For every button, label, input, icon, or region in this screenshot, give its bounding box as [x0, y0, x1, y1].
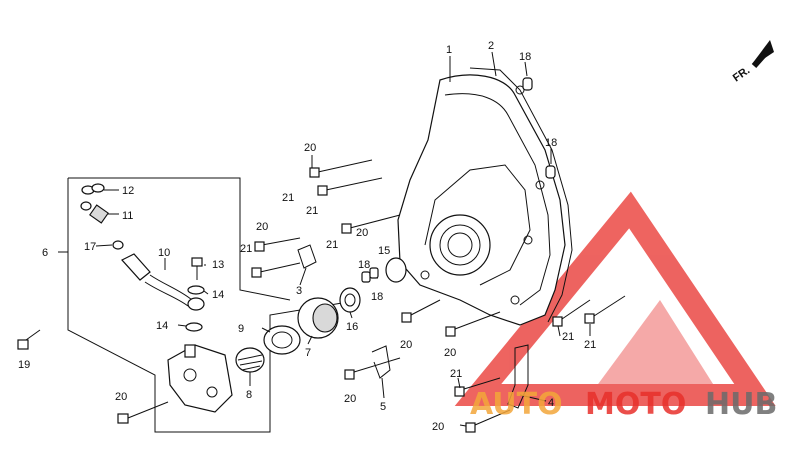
callout-21-d: 21: [326, 239, 338, 251]
watermark-hub: HUB: [705, 387, 777, 422]
bracket-5: [371, 345, 391, 379]
callout-18-right: 18: [545, 137, 557, 149]
callout-21-c: 21: [240, 243, 252, 255]
leader-lines: [95, 51, 591, 427]
callout-9: 9: [238, 323, 244, 335]
callout-6: 6: [42, 247, 48, 259]
dowel-pin-top: [522, 77, 533, 91]
watermark-moto: MOTO: [585, 387, 686, 422]
callout-20-a: 20: [304, 142, 316, 154]
bolt-set-right: [552, 295, 626, 327]
bracket-3: [297, 244, 317, 269]
bearing-7: [297, 297, 339, 339]
seal-9: [263, 325, 301, 355]
group-bracket-lines: [58, 177, 361, 433]
bolt-19: [17, 329, 41, 350]
dowel-pin-right: [545, 165, 556, 179]
direction-label: FR.: [731, 64, 752, 84]
spring-8: [235, 347, 265, 373]
seal-16: [339, 287, 361, 313]
dowel-18-mid-a: [361, 271, 371, 283]
callout-16: 16: [346, 321, 358, 333]
callout-21-e: 21: [562, 331, 574, 343]
washer-17: [112, 240, 124, 250]
callout-20-f: 20: [444, 347, 456, 359]
callout-21-g: 21: [450, 368, 462, 380]
washer-14-lower: [185, 322, 203, 332]
callout-14-upper: 14: [212, 289, 224, 301]
callout-8: 8: [246, 389, 252, 401]
callout-21-f: 21: [584, 339, 596, 351]
gasket: [469, 67, 573, 323]
hose-clamp-11: [80, 201, 109, 224]
bolt-set-left: [251, 159, 401, 278]
callout-20-b: 20: [256, 221, 268, 233]
callout-13: 13: [212, 259, 224, 271]
callout-11: 11: [122, 210, 133, 222]
callout-18-mid-b: 18: [371, 291, 383, 303]
callout-12: 12: [122, 185, 134, 197]
callout-17: 17: [84, 241, 96, 253]
callout-5: 5: [380, 401, 386, 413]
callout-1: 1: [446, 44, 452, 56]
callout-20-d: 20: [400, 339, 412, 351]
callout-21-b: 21: [306, 205, 318, 217]
watermark-logo: [454, 191, 776, 406]
callout-20-h: 20: [115, 391, 127, 403]
washer-14-upper: [187, 285, 205, 295]
callout-21-a: 21: [282, 192, 294, 204]
callout-20-g: 20: [432, 421, 444, 433]
callout-19: 19: [18, 359, 30, 371]
dowel-18-mid-b: [369, 267, 379, 279]
hose-clamp-12: [81, 183, 105, 195]
callout-4: 4: [548, 397, 554, 409]
watermark-auto: AUTO: [470, 387, 563, 422]
callout-3: 3: [296, 285, 302, 297]
callout-numbers: 1 2 18 18 20 21 21 20 21 21 20 12 11 6 1…: [18, 40, 596, 433]
bolt-13: [191, 257, 203, 280]
bolt-set-center: [344, 299, 511, 433]
front-direction-indicator: FR.: [731, 40, 774, 84]
hose-10: [121, 253, 205, 311]
pump-housing: [167, 344, 233, 413]
callout-15: 15: [378, 245, 390, 257]
callout-2: 2: [488, 40, 494, 52]
callout-7: 7: [305, 347, 311, 359]
callout-14-lower: 14: [156, 320, 168, 332]
callout-10: 10: [158, 247, 170, 259]
bracket-4: [507, 344, 529, 409]
cap-15: [385, 257, 407, 283]
callout-20-e: 20: [344, 393, 356, 405]
callout-18-top: 18: [519, 51, 531, 63]
callout-18-mid-a: 18: [358, 259, 370, 271]
watermark-text: AUTO MOTO HUB: [470, 387, 777, 422]
bolt-20-lower-left: [117, 401, 169, 424]
rear-cover-main: [397, 74, 566, 326]
callout-20-c: 20: [356, 227, 368, 239]
